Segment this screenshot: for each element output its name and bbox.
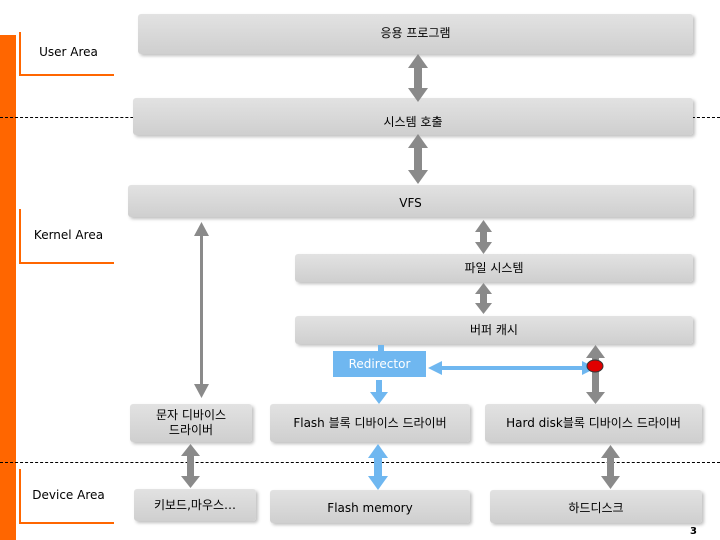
redirector-hdd-horizontal-arrow <box>428 361 596 375</box>
flash-memory-label: Flash memory <box>327 501 413 515</box>
buffer-cache-label: 버퍼 캐시 <box>470 322 518 337</box>
vfs-box: VFS <box>128 185 693 217</box>
user-area-label: User Area <box>21 30 116 74</box>
red-marker <box>586 359 604 373</box>
file-system-label: 파일 시스템 <box>464 260 524 275</box>
redirector-box: Redirector <box>333 351 426 377</box>
page-number: 3 <box>690 526 697 537</box>
system-call-box: 시스템 호출 <box>133 98 693 135</box>
char-driver-line1: 문자 디바이스 <box>155 408 227 422</box>
file-system-box: 파일 시스템 <box>295 254 693 282</box>
char-driver-line2: 드라이버 <box>168 423 214 437</box>
hard-disk-box: 하드디스크 <box>490 490 702 523</box>
flash-driver-memory-arrow <box>368 444 388 490</box>
flash-block-driver-box: Flash 블록 디바이스 드라이버 <box>270 404 470 442</box>
keyboard-mouse-box: 키보드,마우스… <box>134 489 256 521</box>
hdd-driver-disk-arrow <box>601 445 620 489</box>
system-call-label: 시스템 호출 <box>383 115 443 129</box>
vfs-label: VFS <box>399 196 422 210</box>
flash-block-driver-label: Flash 블록 디바이스 드라이버 <box>293 415 447 430</box>
hdd-block-driver-label: Hard disk블록 디바이스 드라이버 <box>506 415 681 430</box>
char-keyboard-arrow <box>181 444 200 488</box>
hdd-block-driver-box: Hard disk블록 디바이스 드라이버 <box>485 404 702 442</box>
vfs-filesystem-arrow <box>475 220 492 254</box>
filesystem-buffer-arrow <box>475 283 492 314</box>
left-accent-bar <box>0 35 16 540</box>
app-syscall-arrow <box>408 54 428 102</box>
device-area-label: Device Area <box>21 467 116 522</box>
buffer-redirector-arrow <box>378 345 384 351</box>
buffer-hdd-driver-arrow <box>586 345 605 404</box>
vfs-char-driver-arrow <box>194 222 209 398</box>
flash-memory-box: Flash memory <box>270 490 470 523</box>
application-label: 응용 프로그램 <box>380 26 451 40</box>
hard-disk-label: 하드디스크 <box>568 501 624 515</box>
redirector-flash-driver-arrow <box>370 380 388 404</box>
application-box: 응용 프로그램 <box>138 14 693 54</box>
kernel-device-separator <box>0 462 720 463</box>
kernel-area-label: Kernel Area <box>21 207 116 262</box>
keyboard-mouse-label: 키보드,마우스… <box>153 497 237 512</box>
redirector-label: Redirector <box>348 357 411 371</box>
char-device-driver-box: 문자 디바이스 드라이버 <box>130 404 252 442</box>
syscall-vfs-arrow <box>408 134 428 184</box>
buffer-cache-box: 버퍼 캐시 <box>295 316 693 344</box>
